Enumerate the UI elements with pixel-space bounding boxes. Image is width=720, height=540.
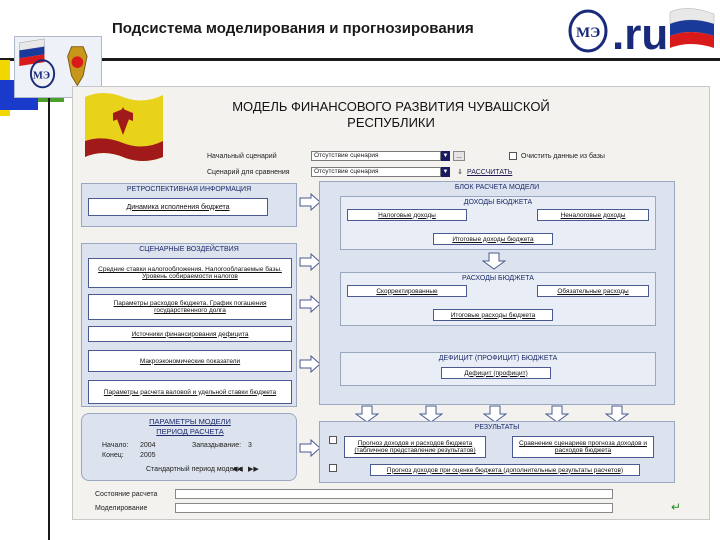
lag-label: Запаздывание: [192, 442, 242, 449]
model-window: МОДЕЛЬ ФИНАНСОВОГО РАЗВИТИЯ ЧУВАШСКОЙ РЕ… [72, 86, 710, 520]
results-compare-button[interactable]: Сравнение сценариев прогноза доходов и р… [512, 436, 654, 458]
flag-emblem [85, 93, 163, 161]
results-checkbox-1[interactable] [329, 436, 337, 444]
header-rule [0, 58, 720, 61]
expense-right-button[interactable]: Обязательные расходы [537, 285, 649, 297]
browse-button[interactable]: ... [453, 151, 465, 161]
end-label: Конец: [102, 452, 124, 459]
params-panel: ПАРАМЕТРЫ МОДЕЛИ ПЕРИОД РАСЧЕТА Начало: … [81, 413, 297, 481]
expense-left-button[interactable]: Скорректированные [347, 285, 467, 297]
start-value[interactable]: 2004 [140, 442, 156, 449]
period-header: ПЕРИОД РАСЧЕТА [156, 427, 224, 436]
model-block-panel: БЛОК РАСЧЕТА МОДЕЛИ ДОХОДЫ БЮДЖЕТА Налог… [319, 181, 675, 405]
status-calc-bar [175, 489, 613, 499]
clear-db-checkbox[interactable] [509, 152, 517, 160]
scenario-panel: СЦЕНАРНЫЕ ВОЗДЕЙСТВИЯ Средние ставки нал… [81, 243, 297, 407]
arrow-scenario-to-income [299, 253, 321, 271]
slide-title: Подсистема моделирования и прогнозирован… [112, 20, 474, 37]
status-model-bar [175, 503, 613, 513]
results-extra-button[interactable]: Прогноз доходов при оценке бюджета (допо… [370, 464, 640, 476]
params-header: ПАРАМЕТРЫ МОДЕЛИ [149, 417, 231, 426]
block-header: БЛОК РАСЧЕТА МОДЕЛИ [454, 184, 540, 191]
end-value[interactable]: 2005 [140, 452, 156, 459]
income-header: ДОХОДЫ БЮДЖЕТА [463, 199, 533, 206]
nontax-income-button[interactable]: Неналоговые доходы [537, 209, 649, 221]
deficit-panel: ДЕФИЦИТ (ПРОФИЦИТ) БЮДЖЕТА Дефицит (проф… [340, 352, 656, 386]
scenario-item-macro[interactable]: Макроэкономические показатели [88, 350, 292, 372]
compare-scenario-label: Сценарий для сравнения [207, 169, 290, 176]
retro-item[interactable]: Динамика исполнения бюджета [88, 198, 268, 216]
expense-panel: РАСХОДЫ БЮДЖЕТА Скорректированные Обязат… [340, 272, 656, 326]
scenario-item-expense-params[interactable]: Параметры расходов бюджета. График погаш… [88, 294, 292, 320]
results-panel: РЕЗУЛЬТАТЫ Прогноз доходов и расходов бю… [319, 421, 675, 483]
arrow-down-4 [545, 405, 569, 423]
lag-value[interactable]: 3 [248, 442, 252, 449]
base-scenario-dropdown-icon[interactable]: ▼ [441, 151, 450, 161]
retro-header: РЕТРОСПЕКТИВНАЯ ИНФОРМАЦИЯ [126, 186, 252, 193]
arrow-down-5 [605, 405, 629, 423]
income-total-button[interactable]: Итоговые доходы бюджета [433, 233, 553, 245]
tax-income-button[interactable]: Налоговые доходы [347, 209, 467, 221]
arrow-scenario-to-deficit [299, 355, 321, 373]
base-scenario-select[interactable]: Отсутствие сценария [311, 151, 441, 161]
compare-scenario-select[interactable]: Отсутствие сценария [311, 167, 441, 177]
arrow-retro-to-block [299, 193, 321, 211]
expense-header: РАСХОДЫ БЮДЖЕТА [462, 275, 534, 282]
period-next-icon[interactable]: ▶▶ [248, 466, 259, 473]
income-panel: ДОХОДЫ БЮДЖЕТА Налоговые доходы Неналого… [340, 196, 656, 250]
calculate-icon[interactable]: ⇓ [457, 169, 463, 176]
status-model-label: Моделирование [95, 505, 148, 512]
logo-ru-text: .ru [612, 10, 668, 56]
start-label: Начало: [102, 442, 129, 449]
deco-vertical-line [48, 60, 50, 540]
arrow-down-2 [419, 405, 443, 423]
deficit-button[interactable]: Дефицит (профицит) [441, 367, 551, 379]
base-scenario-label: Начальный сценарий [207, 153, 277, 160]
arrow-scenario-to-expense [299, 295, 321, 313]
model-title: МОДЕЛЬ ФИНАНСОВОГО РАЗВИТИЯ ЧУВАШСКОЙ РЕ… [232, 99, 550, 130]
exit-icon[interactable]: ↵ [671, 500, 682, 514]
clear-db-label: Очистить данные из базы [521, 153, 605, 160]
period-prev-icon[interactable]: ◀◀ [232, 466, 243, 473]
site-logo: МЭ .ru [568, 8, 715, 56]
results-forecast-button[interactable]: Прогноз доходов и расходов бюджета (табл… [344, 436, 486, 458]
arrow-down-3 [483, 405, 507, 423]
status-calc-label: Состояние расчета [95, 491, 158, 498]
results-header: РЕЗУЛЬТАТЫ [474, 424, 520, 431]
compare-scenario-dropdown-icon[interactable]: ▼ [441, 167, 450, 177]
scenario-header: СЦЕНАРНЫЕ ВОЗДЕЙСТВИЯ [139, 246, 239, 253]
scenario-item-gross-rates[interactable]: Параметры расчета валовой и удельной ста… [88, 380, 292, 404]
arrow-down-1 [355, 405, 379, 423]
retro-panel: РЕТРОСПЕКТИВНАЯ ИНФОРМАЦИЯ Динамика испо… [81, 183, 297, 227]
svg-text:МЭ: МЭ [33, 71, 50, 82]
scenario-item-tax-rates[interactable]: Средние ставки налогообложения. Налогооб… [88, 258, 292, 288]
arrow-params-to-results [299, 439, 321, 457]
expense-total-button[interactable]: Итоговые расходы бюджета [433, 309, 553, 321]
arrow-income-to-expense [482, 252, 506, 270]
scenario-item-deficit-sources[interactable]: Источники финансирования дефицита [88, 326, 292, 342]
deficit-header: ДЕФИЦИТ (ПРОФИЦИТ) БЮДЖЕТА [438, 355, 558, 362]
calculate-button[interactable]: РАССЧИТАТЬ [467, 169, 513, 176]
period-nav-label: Стандартный период модели [146, 466, 242, 473]
svg-text:МЭ: МЭ [576, 25, 600, 41]
results-checkbox-2[interactable] [329, 464, 337, 472]
